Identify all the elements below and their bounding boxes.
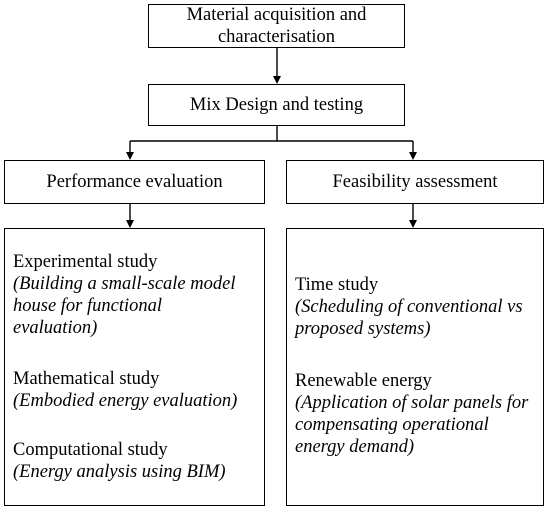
time-study: Time study (Scheduling of conventional v… bbox=[295, 274, 539, 340]
material-acquisition-line1: Material acquisition and bbox=[186, 5, 367, 25]
experimental-study-title: Experimental study bbox=[13, 252, 158, 272]
renewable-energy-title: Renewable energy bbox=[295, 371, 432, 391]
renewable-energy-desc-line3: energy demand) bbox=[295, 437, 415, 457]
performance-details-box: Experimental study (Building a small-sca… bbox=[4, 228, 265, 506]
mathematical-study-desc-line1: (Embodied energy evaluation) bbox=[13, 391, 238, 411]
performance-evaluation-box: Performance evaluation bbox=[4, 160, 265, 204]
feasibility-assessment-box: Feasibility assessment bbox=[286, 160, 544, 204]
renewable-energy-desc-line1: (Application of solar panels for bbox=[295, 393, 529, 413]
computational-study-title: Computational study bbox=[13, 440, 168, 460]
time-study-title: Time study bbox=[295, 275, 379, 295]
renewable-energy: Renewable energy (Application of solar p… bbox=[295, 370, 539, 458]
computational-study: Computational study (Energy analysis usi… bbox=[13, 439, 260, 483]
material-acquisition-line2: characterisation bbox=[217, 27, 336, 47]
mathematical-study-title: Mathematical study bbox=[13, 369, 160, 389]
computational-study-desc-line1: (Energy analysis using BIM) bbox=[13, 462, 226, 482]
mix-design-label: Mix Design and testing bbox=[189, 95, 364, 115]
experimental-study-desc-line1: (Building a small-scale model bbox=[13, 274, 236, 294]
feasibility-assessment-label: Feasibility assessment bbox=[332, 172, 498, 192]
experimental-study-desc-line2: house for functional bbox=[13, 296, 163, 316]
feasibility-details-box: Time study (Scheduling of conventional v… bbox=[286, 228, 544, 506]
experimental-study: Experimental study (Building a small-sca… bbox=[13, 251, 260, 339]
time-study-desc-line2: proposed systems) bbox=[295, 319, 431, 339]
renewable-energy-desc-line2: compensating operational bbox=[295, 415, 489, 435]
time-study-desc-line1: (Scheduling of conventional vs bbox=[295, 297, 523, 317]
mathematical-study: Mathematical study (Embodied energy eval… bbox=[13, 368, 260, 412]
performance-evaluation-label: Performance evaluation bbox=[46, 172, 223, 192]
experimental-study-desc-line3: evaluation) bbox=[13, 318, 98, 338]
mix-design-box: Mix Design and testing bbox=[148, 84, 405, 126]
material-acquisition-box: Material acquisition and characterisatio… bbox=[148, 4, 405, 48]
